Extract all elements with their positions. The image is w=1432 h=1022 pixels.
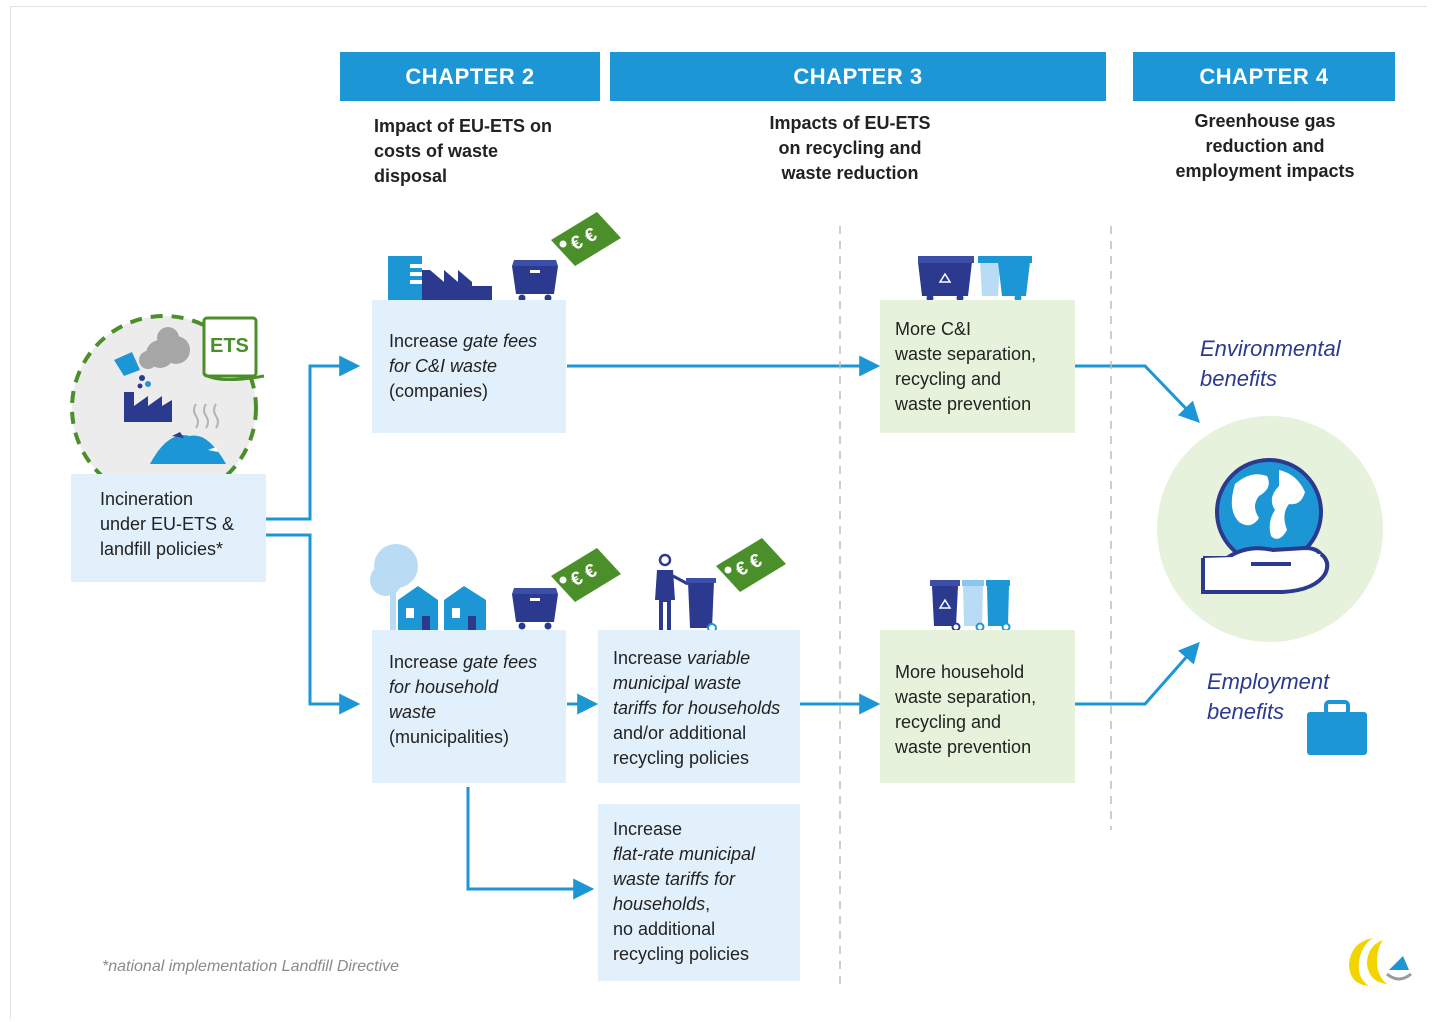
subtitle-line: Impacts of EU-ETS [769, 113, 931, 133]
source-line: landfill policies* [100, 539, 224, 559]
diagram-frame [10, 6, 1427, 1019]
box-text: gate fees [463, 652, 538, 672]
outcome-line: Employment [1207, 669, 1330, 694]
box-text: recycling and [895, 369, 1002, 389]
factory-icon [388, 256, 492, 302]
price-tag-icon [551, 548, 621, 602]
arrow-to-environmental [1075, 364, 1200, 424]
waste-container-icon [512, 260, 558, 302]
outcome-line: benefits [1207, 699, 1285, 724]
box-text: Increase [389, 331, 464, 351]
box-text: tariffs for households [613, 698, 781, 718]
subtitle-line: costs of waste [374, 141, 499, 161]
employment-benefits-label: Employment benefits [1207, 667, 1329, 727]
subtitle-line: waste reduction [781, 163, 919, 183]
houses-icon [370, 544, 486, 630]
ci-gate-fees-box: Increase gate fees for C&I waste (compan… [372, 300, 566, 433]
box-text: households [613, 894, 706, 914]
outcome-line: Environmental [1200, 336, 1341, 361]
box-text: no additional [613, 919, 716, 939]
briefcase-icon [1307, 700, 1367, 755]
footnote: *national implementation Landfill Direct… [102, 958, 400, 975]
box-text: recycling and [895, 712, 1002, 732]
incineration-illustration-icon [70, 314, 265, 477]
outcome-line: benefits [1200, 366, 1278, 391]
household-gate-fees-box: Increase gate fees for household waste (… [372, 630, 566, 783]
subtitle-line: disposal [374, 166, 448, 186]
box-text: Increase [389, 652, 464, 672]
box-text: (companies) [389, 381, 489, 401]
chapter-2-header: CHAPTER 2 [340, 52, 600, 101]
arrow-hh-to-flat [466, 787, 595, 900]
flat-rate-tariffs-box: Increase flat-rate municipal waste tarif… [598, 804, 800, 981]
box-text: gate fees [463, 331, 538, 351]
box-text: waste [389, 702, 437, 722]
box-text: waste tariffs for [613, 869, 736, 889]
ci-result-box: More C&I waste separation, recycling and… [880, 300, 1075, 433]
box-text: , [705, 894, 711, 914]
box-text: recycling policies [613, 748, 750, 768]
box-text: for C&I waste [389, 356, 498, 376]
box-text: waste separation, [895, 344, 1037, 364]
box-text: for household [389, 677, 499, 697]
box-text: recycling policies [613, 944, 750, 964]
chapter-3-subtitle: Impacts of EU-ETS on recycling and waste… [740, 111, 960, 186]
arrow-to-ci-gate [266, 355, 361, 521]
environmental-benefits-label: Environmental benefits [1200, 334, 1341, 394]
household-bins-icon [930, 580, 1011, 632]
subtitle-line: Greenhouse gas [1194, 111, 1336, 131]
box-text: waste prevention [895, 737, 1032, 757]
box-text: flat-rate municipal [613, 844, 756, 864]
waste-container-icon [512, 588, 558, 630]
arrow-to-hh-gate [266, 533, 361, 715]
box-text: waste separation, [895, 687, 1037, 707]
recycling-bins-icon [918, 256, 1032, 302]
source-box: Incineration under EU-ETS & landfill pol… [71, 474, 266, 582]
globe-in-hand-icon [1157, 416, 1383, 642]
price-tag-icon [551, 212, 621, 266]
variable-tariffs-box: Increase variable municipal waste tariff… [598, 630, 800, 783]
subtitle-line: reduction and [1205, 136, 1325, 156]
subtitle-line: Impact of EU-ETS on [374, 116, 553, 136]
box-text: More household [895, 662, 1025, 682]
chapter-4-subtitle: Greenhouse gas reduction and employment … [1150, 109, 1380, 184]
person-with-bin-icon [655, 553, 717, 632]
chapter-4-header: CHAPTER 4 [1133, 52, 1395, 101]
source-line: under EU-ETS & [100, 514, 235, 534]
price-tag-icon [716, 538, 786, 592]
box-text: (municipalities) [389, 727, 510, 747]
ets-label: ETS [210, 335, 249, 357]
chapter-2-subtitle: Impact of EU-ETS on costs of waste dispo… [374, 114, 552, 189]
box-text: variable [687, 648, 751, 668]
arrow-to-employment [1075, 641, 1200, 706]
subtitle-line: employment impacts [1175, 161, 1355, 181]
box-text: and/or additional [613, 723, 747, 743]
box-text: Increase [613, 819, 683, 839]
source-line: Incineration [100, 489, 194, 509]
box-text: Increase [613, 648, 688, 668]
box-text: waste prevention [895, 394, 1032, 414]
organization-logo-icon [1349, 938, 1412, 986]
box-text: municipal waste [613, 673, 742, 693]
chapter-3-header: CHAPTER 3 [610, 52, 1106, 101]
box-text: More C&I [895, 319, 972, 339]
subtitle-line: on recycling and [778, 138, 922, 158]
household-result-box: More household waste separation, recycli… [880, 630, 1075, 783]
